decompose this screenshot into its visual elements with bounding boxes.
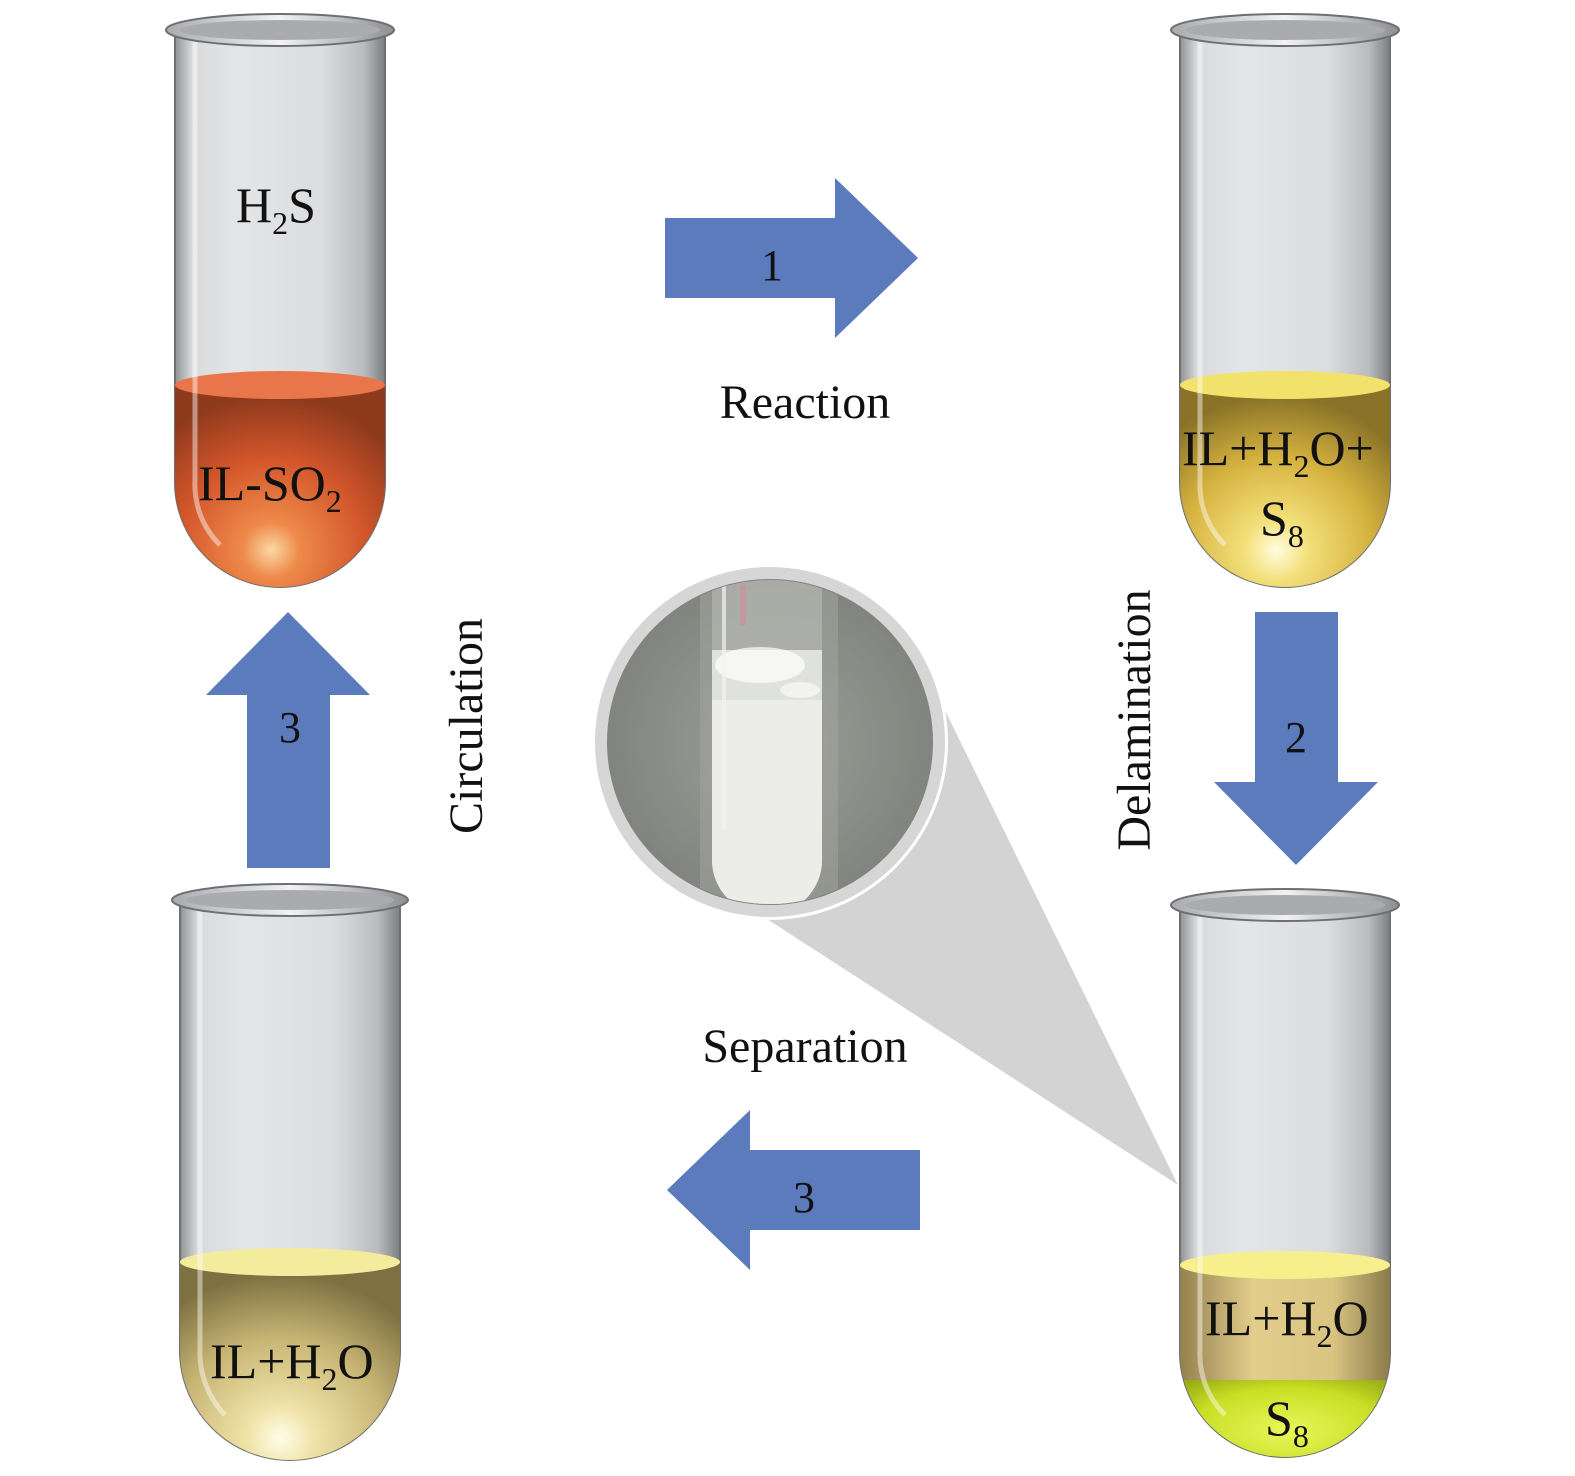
step-1-number: 1: [761, 241, 783, 290]
step-3-circulation-label: Circulation: [440, 618, 493, 834]
tube-top-right: IL+H2O+ S8: [1170, 13, 1400, 588]
tube-bottom-left: IL+H2O: [171, 883, 409, 1461]
step-1-label: Reaction: [720, 376, 891, 429]
recycled-liquid-label: IL+H2O: [210, 1333, 374, 1397]
step-2-arrow: 2: [1214, 612, 1378, 865]
magnified-photo: [592, 564, 948, 920]
step-1-arrow: 1: [665, 178, 918, 338]
sulfur-layer-label: S8: [1265, 1390, 1309, 1454]
tube-bottom-right: IL+H2O S8: [1170, 888, 1400, 1458]
step-2-number: 2: [1285, 713, 1307, 762]
liquid-label: IL-SO2: [198, 455, 342, 519]
upper-layer-label: IL+H2O: [1205, 1290, 1369, 1354]
step-3-separation-label: Separation: [702, 1020, 907, 1073]
mixture-label-line2: S8: [1260, 490, 1304, 554]
mixture-label-line1: IL+H2O+: [1182, 420, 1374, 484]
step-3-circulation-number: 3: [279, 703, 301, 752]
step-3-separation-number: 3: [793, 1173, 815, 1222]
tube-top-left: H2S IL-SO2: [165, 13, 395, 588]
gas-label: H2S: [236, 177, 316, 241]
step-3-circulation-arrow: 3: [206, 612, 370, 868]
step-3-separation-arrow: 3: [667, 1110, 920, 1270]
step-2-label: Delamination: [1108, 589, 1161, 850]
